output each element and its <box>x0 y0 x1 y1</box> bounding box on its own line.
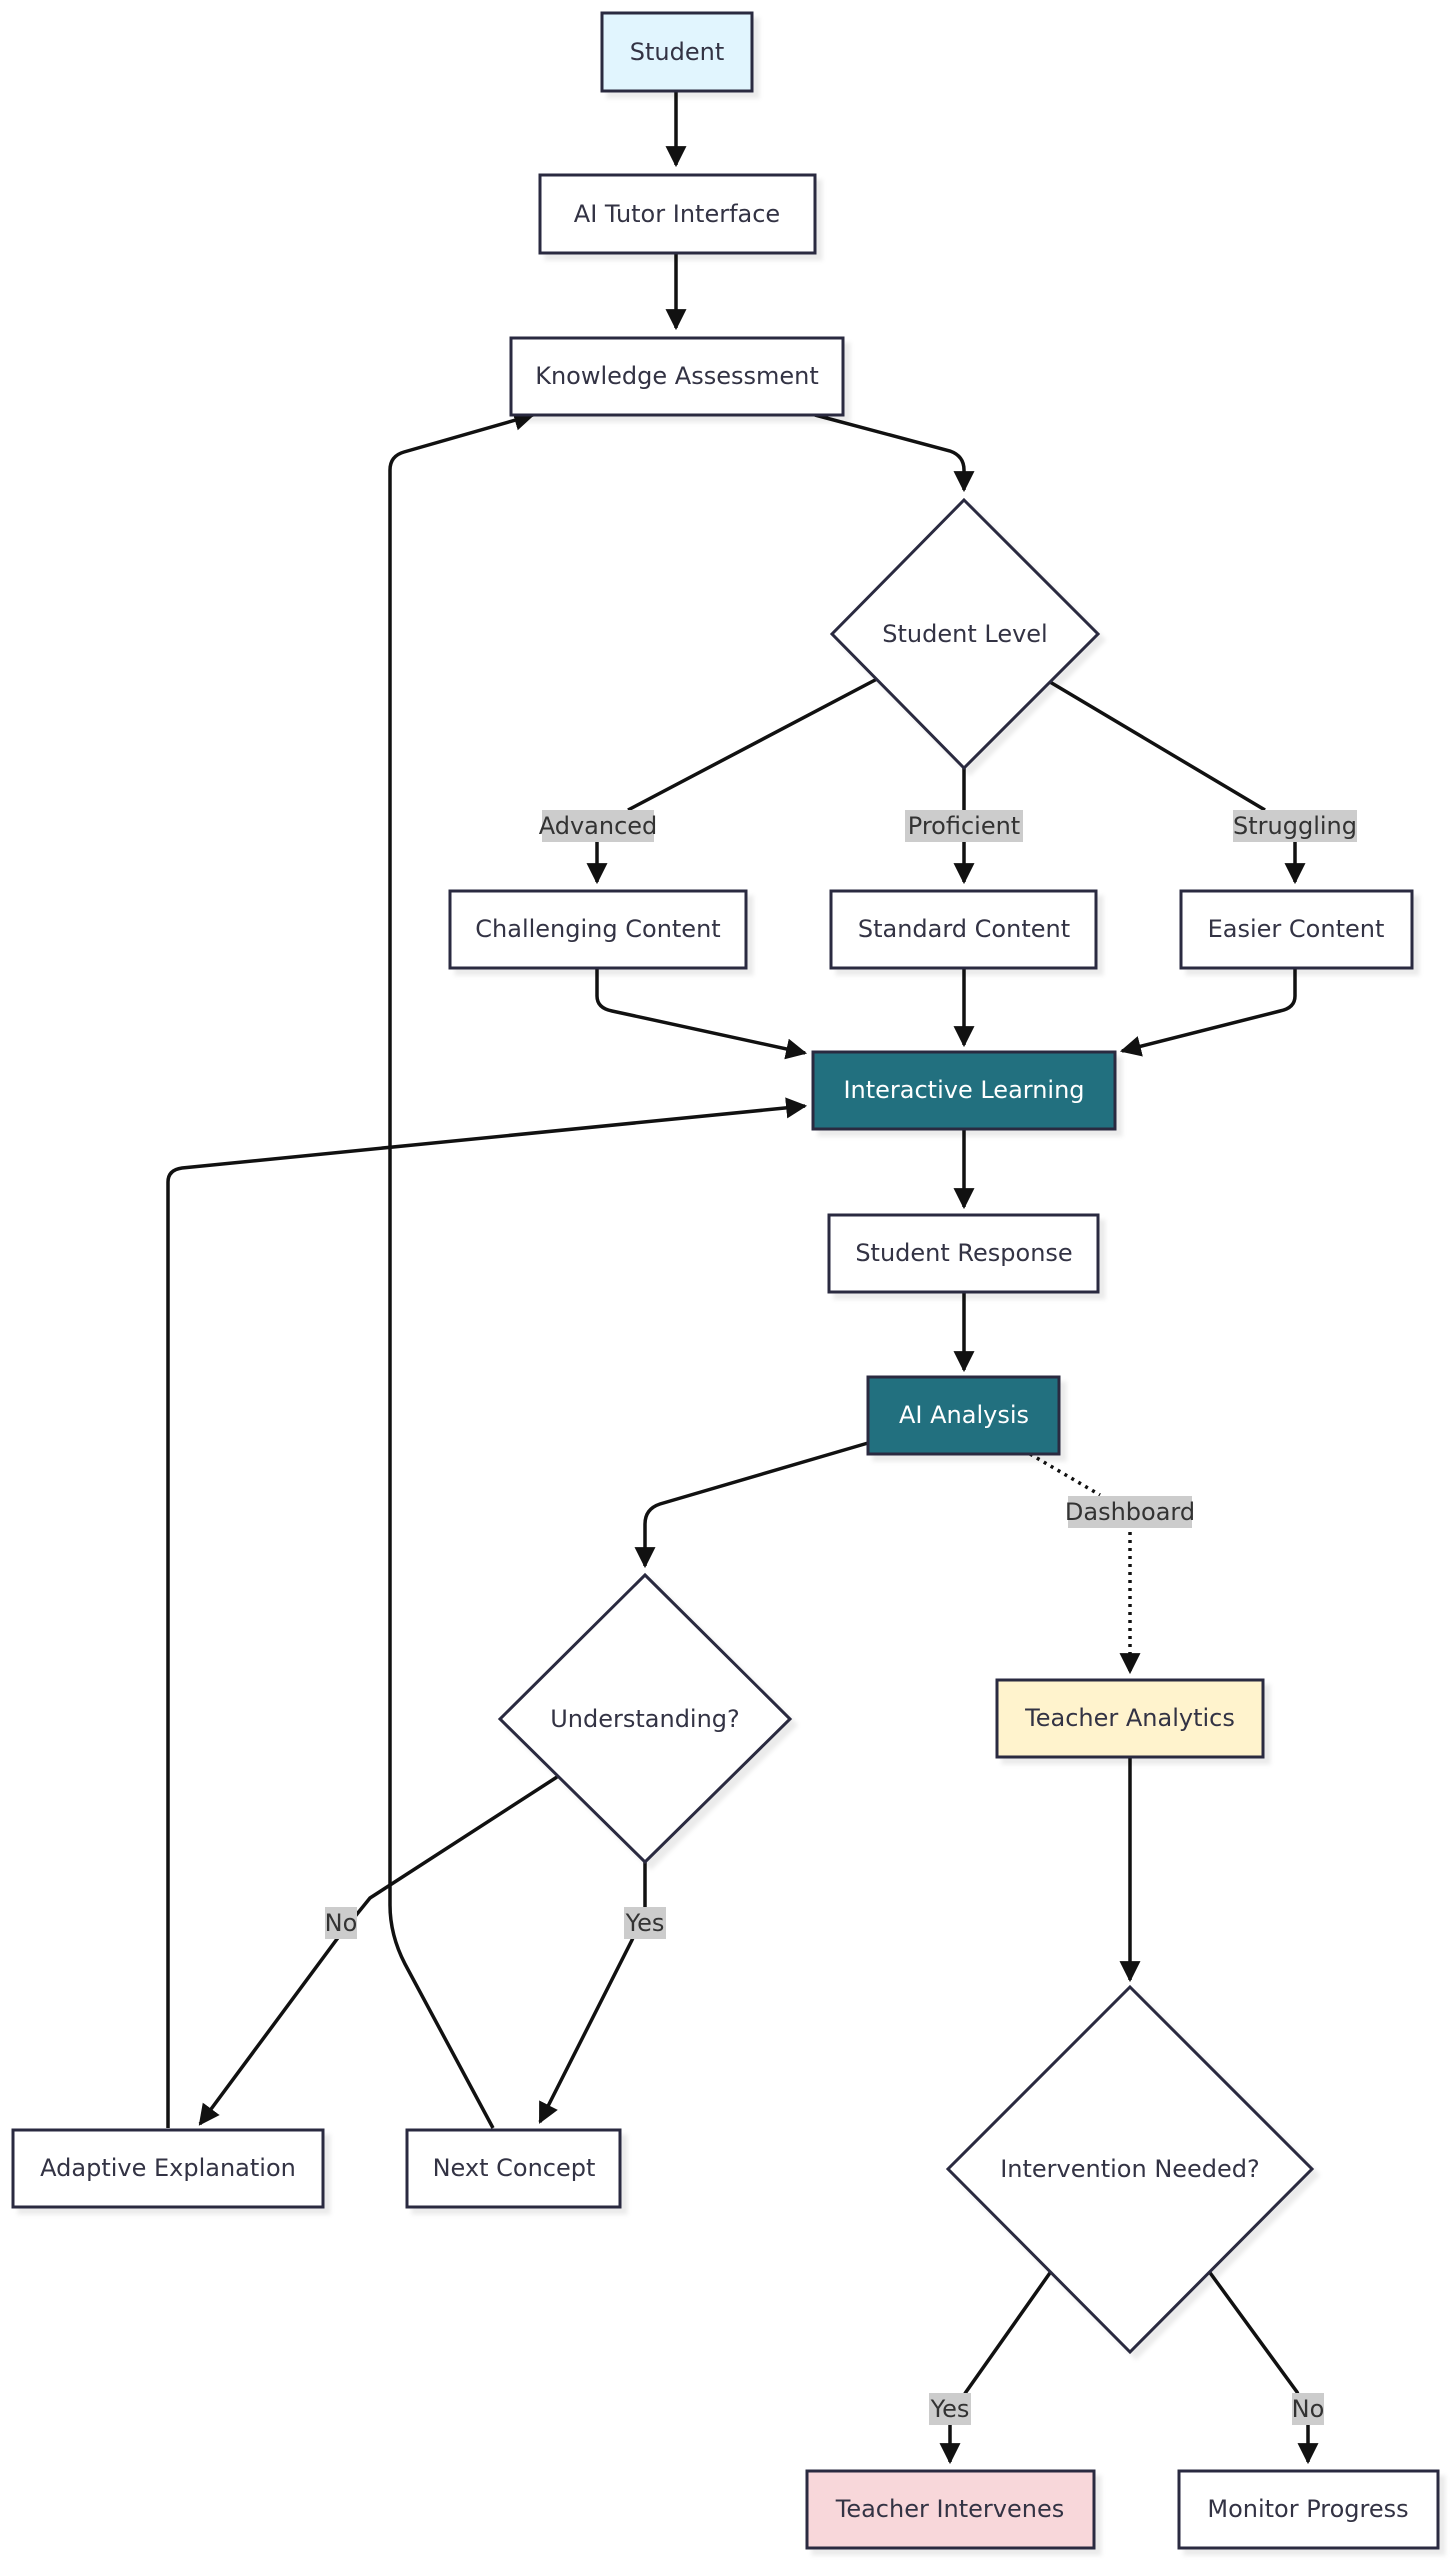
edge-understanding-to-next <box>538 1862 647 2124</box>
node-next-concept: Next Concept <box>405 2128 622 2209</box>
node-response-shape <box>827 1213 1100 1294</box>
edge-label-proficient: Proficient <box>905 810 1023 842</box>
node-standard-content: Standard Content <box>829 889 1098 970</box>
svg-text:Teacher Analytics: Teacher Analytics <box>1024 1704 1235 1732</box>
svg-text:AI Tutor Interface: AI Tutor Interface <box>574 200 780 228</box>
edge-level-to-challenging <box>597 677 878 882</box>
node-student-response: Student Response <box>827 1213 1100 1294</box>
edge-analysis-to-understanding <box>634 1441 869 1569</box>
edge-knowledge-to-level <box>814 413 975 493</box>
node-ai-analysis: AI Analysis <box>866 1375 1061 1456</box>
edge-label-no-understanding: No <box>325 1907 358 1939</box>
node-knowledge-shape <box>509 336 845 417</box>
node-interactive-shape <box>811 1050 1117 1131</box>
svg-text:Challenging Content: Challenging Content <box>475 915 720 943</box>
svg-text:Struggling: Struggling <box>1233 812 1357 840</box>
node-adaptive-shape <box>11 2128 325 2209</box>
svg-text:Intervention Needed?: Intervention Needed? <box>1000 2155 1260 2183</box>
edge-intervention-to-monitor <box>1206 2268 1319 2465</box>
svg-text:Knowledge Assessment: Knowledge Assessment <box>535 362 819 390</box>
edge-label-no-intervention: No <box>1292 2393 1325 2425</box>
edge-understanding-to-adaptive <box>198 1775 558 2126</box>
node-teacher-analytics: Teacher Analytics <box>995 1678 1265 1759</box>
node-interactive-learning: Interactive Learning <box>811 1050 1117 1131</box>
node-student-level: Student Level <box>829 497 1101 771</box>
svg-text:Adaptive Explanation: Adaptive Explanation <box>40 2154 296 2182</box>
node-challenging-content: Challenging Content <box>448 889 748 970</box>
node-intervention-needed: Intervention Needed? <box>945 1984 1315 2355</box>
svg-text:No: No <box>1292 2395 1325 2423</box>
edge-labels: Advanced Proficient Struggling Dashboard… <box>325 810 1357 2425</box>
svg-text:Next Concept: Next Concept <box>433 2154 596 2182</box>
edge-analysis-to-teacher-analytics <box>1029 1452 1130 1672</box>
node-easier-shape <box>1179 889 1414 970</box>
svg-text:No: No <box>325 1909 358 1937</box>
node-knowledge-assessment: Knowledge Assessment <box>509 336 845 417</box>
node-standard-shape <box>829 889 1098 970</box>
svg-text:Student: Student <box>630 38 724 66</box>
node-teacher-analytics-shape <box>995 1678 1265 1759</box>
svg-text:Teacher Intervenes: Teacher Intervenes <box>835 2495 1065 2523</box>
svg-text:Yes: Yes <box>625 1909 665 1937</box>
node-understanding: Understanding? <box>497 1572 793 1865</box>
node-ai-tutor-shape <box>538 173 817 255</box>
node-understanding-shape <box>497 1572 793 1865</box>
node-ai-tutor-interface: AI Tutor Interface <box>538 173 817 255</box>
svg-text:Standard Content: Standard Content <box>858 915 1070 943</box>
svg-text:Monitor Progress: Monitor Progress <box>1207 2495 1408 2523</box>
node-next-concept-shape <box>405 2128 622 2209</box>
edge-label-struggling: Struggling <box>1233 810 1357 842</box>
svg-text:AI Analysis: AI Analysis <box>899 1401 1029 1429</box>
node-student-shape <box>600 11 754 93</box>
edge-easier-to-interactive <box>1119 968 1297 1057</box>
edge-label-yes-understanding: Yes <box>624 1907 666 1939</box>
svg-text:Dashboard: Dashboard <box>1065 1498 1195 1526</box>
node-student-level-shape <box>829 497 1101 771</box>
edge-level-to-easier <box>1049 680 1295 882</box>
node-monitor-progress: Monitor Progress <box>1177 2469 1440 2550</box>
svg-text:Student Level: Student Level <box>882 620 1047 648</box>
svg-text:Advanced: Advanced <box>539 812 658 840</box>
edge-label-yes-intervention: Yes <box>929 2393 971 2425</box>
edge-challenging-to-interactive <box>595 968 808 1060</box>
svg-text:Understanding?: Understanding? <box>550 1705 740 1733</box>
node-intervention-shape <box>945 1984 1315 2355</box>
svg-text:Yes: Yes <box>930 2395 970 2423</box>
node-challenging-shape <box>448 889 748 970</box>
svg-text:Student Response: Student Response <box>855 1239 1072 1267</box>
nodes: Student AI Tutor Interface Knowledge Ass… <box>11 11 1440 2550</box>
edge-label-advanced: Advanced <box>539 810 658 842</box>
node-adaptive-explanation: Adaptive Explanation <box>11 2128 325 2209</box>
edge-adaptive-to-interactive <box>166 1097 808 2128</box>
node-analysis-shape <box>866 1375 1061 1456</box>
node-intervenes-shape <box>805 2469 1096 2550</box>
node-monitor-shape <box>1177 2469 1440 2550</box>
svg-text:Easier Content: Easier Content <box>1208 915 1385 943</box>
svg-text:Interactive Learning: Interactive Learning <box>843 1076 1084 1104</box>
edge-label-dashboard: Dashboard <box>1065 1496 1195 1528</box>
node-easier-content: Easier Content <box>1179 889 1414 970</box>
node-teacher-intervenes: Teacher Intervenes <box>805 2469 1096 2550</box>
node-student: Student <box>600 11 754 93</box>
edge-intervention-to-intervenes <box>939 2268 1054 2465</box>
svg-text:Proficient: Proficient <box>908 812 1020 840</box>
edge-next-to-knowledge <box>388 410 536 2129</box>
